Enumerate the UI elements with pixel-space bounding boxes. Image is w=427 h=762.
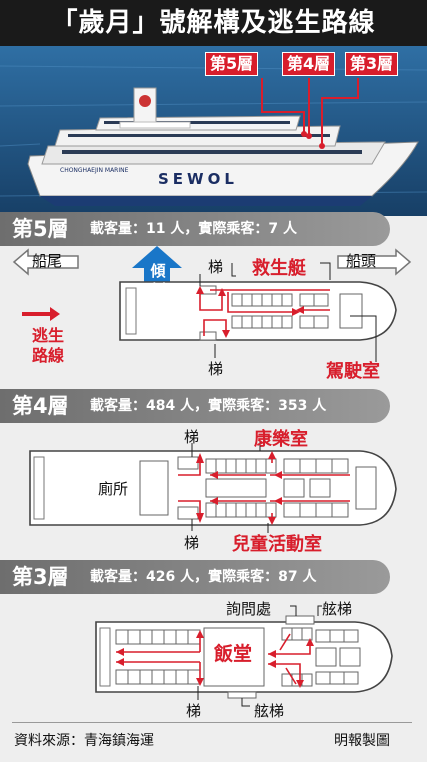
deck-5-banner — [0, 212, 390, 246]
dining-hall-label: 飯堂 — [214, 643, 253, 665]
deck-3-stats: 載客量：426 人，實際乘客：87 人 — [90, 569, 317, 585]
deck-5-diagram — [12, 246, 412, 362]
bridge-label: 駕駛室 — [326, 361, 380, 382]
deck-3-banner — [0, 560, 390, 594]
deck-4-banner — [0, 389, 390, 423]
footer-source: 資料來源：青海鎮海運 — [14, 733, 154, 749]
operator-mark: CHONGHAEJIN MARINE — [60, 167, 129, 174]
info-desk-label: 詢問處 — [226, 600, 272, 618]
deck-5-name: 第5層 — [12, 217, 69, 241]
deck-3-ship-stairs-bottom: 舷梯 — [254, 702, 285, 720]
deck-4-stairs-bottom: 梯 — [184, 534, 200, 552]
svg-text:SEWOL: SEWOL — [158, 170, 238, 188]
deck-4-name: 第4層 — [12, 394, 69, 418]
stern-label: 船尾 — [32, 252, 63, 270]
escape-route-legend: 逃生路線 — [32, 326, 65, 365]
deck-3-ship-stairs-top: 舷梯 — [322, 600, 353, 618]
deck-5-stairs-top: 梯 — [208, 258, 224, 276]
photo-floor-3-label: 第3層 — [345, 52, 399, 76]
kids-room-label: 兒童活動室 — [232, 534, 322, 555]
deck-3-diagram — [95, 605, 393, 707]
deck-3-stairs-bottom: 梯 — [186, 702, 202, 720]
footer-credit: 明報製圖 — [334, 733, 390, 749]
photo-floor-4-label: 第4層 — [282, 52, 336, 76]
deck-5-stairs-bottom: 梯 — [208, 360, 224, 378]
deck-5-stats: 載客量：11 人，實際乘客：7 人 — [90, 221, 297, 237]
photo-floor-5-label: 第5層 — [205, 52, 259, 76]
tilt-direction-label: 傾側方向 — [150, 262, 166, 337]
svg-text:CHONGHAEJIN MARINE: CHONGHAEJIN MARINE — [60, 167, 129, 174]
deck-4-diagram — [29, 441, 397, 533]
footer-divider — [12, 722, 412, 723]
toilet-label: 廁所 — [98, 480, 129, 498]
bow-label: 船頭 — [346, 252, 377, 270]
ship-name: SEWOL — [158, 170, 238, 188]
lifeboat-label: 救生艇 — [252, 258, 306, 279]
recreation-room-label: 康樂室 — [254, 429, 308, 450]
title-bar — [0, 0, 427, 46]
page-title: 「歲月」號解構及逃生路線 — [51, 8, 376, 38]
deck-3-name: 第3層 — [12, 565, 69, 589]
deck-4-stats: 載客量：484 人，實際乘客：353 人 — [90, 398, 327, 414]
deck-4-stairs-top: 梯 — [184, 428, 200, 446]
